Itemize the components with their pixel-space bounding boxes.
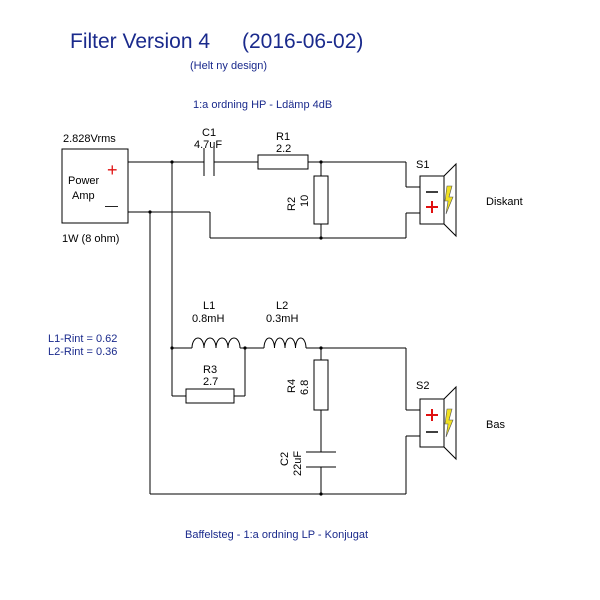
lp-heading: Baffelsteg - 1:a ordning LP - Konjugat	[185, 529, 368, 541]
amp-voltage: 2.828Vrms	[63, 133, 116, 145]
amp-plus-terminal: +	[107, 160, 118, 180]
amp-minus-terminal: —	[105, 198, 118, 213]
r4-name: R4	[286, 379, 298, 393]
l1-value: 0.8mH	[192, 313, 224, 325]
diagram-date: (2016-06-02)	[242, 30, 363, 53]
resistor-r4	[313, 359, 329, 411]
c1-value: 4.7uF	[194, 139, 222, 151]
r2-name: R2	[286, 197, 298, 211]
r1-value: 2.2	[276, 143, 291, 155]
lp-wires	[149, 162, 420, 495]
amp-name-line1: Power	[68, 175, 100, 187]
s2-name: S2	[416, 380, 429, 392]
junction-dots	[148, 160, 323, 496]
s1-label: Diskant	[486, 196, 523, 208]
r3-value: 2.7	[203, 376, 218, 388]
l1-name: L1	[203, 300, 215, 312]
inductor-l2	[263, 337, 307, 349]
r4-value: 6.8	[299, 380, 311, 395]
l2-name: L2	[276, 300, 288, 312]
resistor-r3	[185, 388, 235, 404]
power-amp-box	[61, 148, 129, 224]
s1-name: S1	[416, 159, 429, 171]
r1-name: R1	[276, 131, 290, 143]
hp-wires	[128, 161, 420, 239]
l2-value: 0.3mH	[266, 313, 298, 325]
capacitor-c2	[306, 451, 336, 468]
capacitor-c1	[203, 148, 215, 176]
s2-label: Bas	[486, 419, 505, 431]
amp-power-rating: 1W (8 ohm)	[62, 233, 119, 245]
c2-name: C2	[279, 452, 291, 466]
speaker-s2	[419, 385, 457, 461]
diagram-subtitle: (Helt ny design)	[190, 60, 267, 72]
resistor-r1	[257, 154, 309, 170]
resistor-r2	[313, 175, 329, 225]
l2-rint-note: L2-Rint = 0.36	[48, 346, 117, 358]
hp-heading: 1:a ordning HP - Ldämp 4dB	[193, 99, 332, 111]
r3-name: R3	[203, 364, 217, 376]
amp-name-line2: Amp	[72, 190, 95, 202]
l1-rint-note: L1-Rint = 0.62	[48, 333, 117, 345]
c1-name: C1	[202, 127, 216, 139]
speaker-s1	[419, 162, 457, 238]
r2-value: 10	[299, 195, 311, 207]
diagram-title: Filter Version 4	[70, 30, 210, 53]
c2-value: 22uF	[292, 451, 304, 476]
inductor-l1	[191, 337, 241, 349]
